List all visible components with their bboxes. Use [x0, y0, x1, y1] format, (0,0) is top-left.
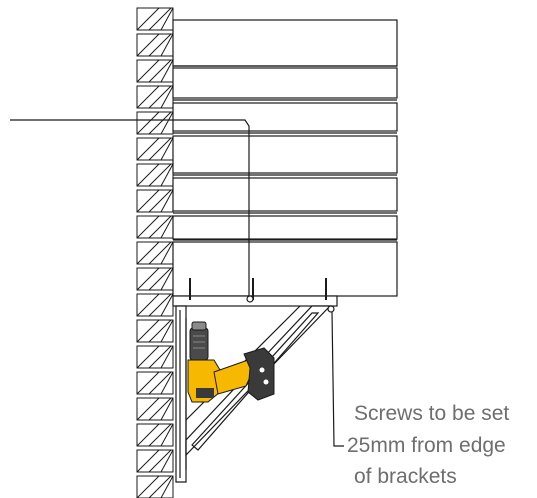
- brick-hatch: [136, 397, 160, 421]
- brick-hatch: [148, 59, 172, 83]
- brick-hatch: [148, 163, 172, 187]
- brick-hatch: [136, 267, 160, 291]
- stacked-boards: [172, 19, 398, 297]
- brick-hatch: [148, 241, 172, 265]
- brick-hatch: [148, 319, 172, 343]
- drill-icon: [187, 321, 275, 403]
- brick-hatch: [148, 345, 172, 369]
- board: [172, 177, 398, 212]
- brick-hatch: [160, 293, 174, 317]
- brick-hatch: [136, 189, 160, 213]
- brick-hatch: [136, 215, 160, 239]
- brick-hatch: [160, 371, 174, 395]
- brick-hatch: [136, 371, 160, 395]
- callout-line-2: 25mm from edge: [347, 434, 506, 457]
- brick-wall: [136, 7, 174, 498]
- board: [172, 215, 398, 240]
- brick-hatch: [160, 189, 174, 213]
- brick-hatch: [160, 423, 174, 447]
- callout-text: Screws to be set 25mm from edge of brack…: [347, 402, 509, 488]
- brick-hatch: [148, 267, 172, 291]
- board: [172, 241, 398, 297]
- brick-hatch: [148, 7, 172, 31]
- brick-hatch: [160, 215, 174, 239]
- brick-hatch: [160, 85, 174, 109]
- brick-hatch: [148, 111, 172, 135]
- callout-line-1: Screws to be set: [354, 402, 509, 425]
- brick-hatch: [148, 33, 172, 57]
- screw-head: [327, 305, 335, 313]
- board: [172, 19, 398, 67]
- brick-hatch: [136, 33, 160, 57]
- brick-hatch: [148, 85, 172, 109]
- brick-hatch: [136, 475, 160, 498]
- brick-hatch: [136, 241, 160, 265]
- brick-hatch: [136, 163, 160, 187]
- brick-hatch: [160, 59, 174, 83]
- brick-hatch: [160, 7, 174, 31]
- brick-hatch: [148, 293, 172, 317]
- brick-hatch: [136, 449, 160, 473]
- brick-hatch: [148, 475, 172, 498]
- leader-line-left: [10, 119, 250, 298]
- brick-hatch: [136, 423, 160, 447]
- brick-hatch: [160, 475, 174, 498]
- brick-hatch: [160, 33, 174, 57]
- brick-hatch: [136, 85, 160, 109]
- brick-hatch: [148, 137, 172, 161]
- brick-hatch: [160, 111, 174, 135]
- board: [172, 135, 398, 174]
- leader-line-callout: [331, 311, 344, 447]
- screw-head: [246, 295, 254, 303]
- brick-hatch: [160, 241, 174, 265]
- brick-hatch: [136, 319, 160, 343]
- brick-hatch: [136, 111, 160, 135]
- brick-hatch: [148, 397, 172, 421]
- board: [172, 102, 398, 132]
- brick-hatch: [148, 423, 172, 447]
- brick-hatch: [160, 163, 174, 187]
- brick-hatch: [160, 267, 174, 291]
- brick-hatch: [148, 215, 172, 239]
- brick-hatch: [160, 319, 174, 343]
- brick-hatch: [160, 397, 174, 421]
- screws: [189, 278, 335, 313]
- brick-hatch: [136, 345, 160, 369]
- brick-hatch: [160, 449, 174, 473]
- brick-hatch: [136, 137, 160, 161]
- board: [172, 67, 398, 99]
- brick-hatch: [160, 345, 174, 369]
- brick-hatch: [148, 371, 172, 395]
- brick-hatch: [136, 59, 160, 83]
- brick-hatch: [136, 7, 160, 31]
- brick-hatch: [160, 137, 174, 161]
- callout-line-3: of brackets: [354, 465, 457, 488]
- brick-hatch: [148, 449, 172, 473]
- brick-hatch: [148, 189, 172, 213]
- brick-hatch: [136, 293, 160, 317]
